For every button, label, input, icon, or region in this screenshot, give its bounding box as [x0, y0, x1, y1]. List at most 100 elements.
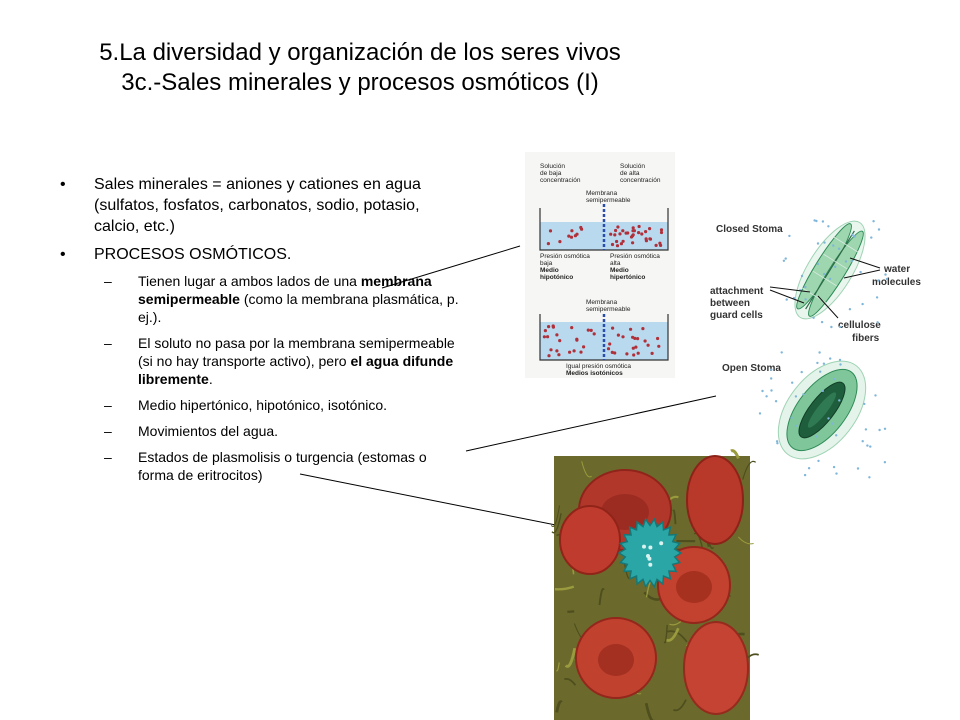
fibrin-strand: [564, 647, 577, 668]
fibrin-strand: [737, 536, 754, 545]
particle: [646, 343, 650, 347]
pointer-line: [769, 289, 805, 304]
hypertonic-caption: Presión osmótica alta Medio hipertónico: [610, 253, 662, 281]
particle: [823, 241, 826, 244]
connector-line: [381, 245, 521, 289]
particle: [815, 219, 818, 223]
particle: [807, 467, 811, 470]
open-stoma-title: Open Stoma: [722, 363, 781, 374]
subbullet-text: Tienen lugar a ambos lados de una membra…: [138, 273, 459, 325]
particle: [636, 337, 640, 341]
particle: [657, 344, 661, 348]
particle: [830, 325, 833, 329]
subbullet-text: El soluto no pasa por la membrana semipe…: [138, 335, 455, 387]
particle: [618, 232, 622, 236]
fibrin-strand: [581, 461, 592, 478]
particle: [558, 240, 562, 244]
water-molecule-dots: [782, 219, 889, 329]
particle: [549, 348, 553, 352]
particle: [640, 232, 644, 236]
particle: [770, 377, 773, 380]
particle: [774, 400, 778, 403]
particle: [582, 345, 586, 349]
osmosis-diagram: Solución de baja concentración Solución …: [525, 152, 675, 378]
isotonic-caption: Igual presión osmótica Medios isotónicos: [566, 363, 633, 377]
erythrocyte-micrograph: [550, 449, 760, 720]
particle: [800, 370, 803, 374]
particle: [619, 242, 624, 246]
particle: [816, 361, 819, 365]
particle: [822, 362, 826, 365]
water-molecules-label: water molecules: [872, 264, 921, 288]
crenated-cell-vesicle: [648, 545, 653, 550]
particle: [555, 333, 559, 337]
particle: [557, 353, 561, 357]
particle: [611, 326, 615, 330]
fibrin-strand: [673, 699, 687, 712]
particle: [570, 229, 574, 233]
particle: [568, 350, 572, 354]
bullet-marker: •: [60, 176, 66, 193]
fibrin-strand: [551, 513, 562, 534]
crenated-cell-vesicle: [659, 541, 664, 546]
particle: [648, 237, 652, 241]
particle: [761, 389, 764, 393]
fibrin-strand: [555, 662, 560, 672]
particle: [616, 333, 621, 337]
particle: [632, 229, 637, 233]
particle: [820, 320, 824, 324]
pointer-line: [849, 257, 881, 269]
particle: [818, 351, 821, 354]
particle: [572, 349, 576, 353]
particle: [832, 465, 836, 469]
subbullet-marker: –: [104, 397, 112, 413]
fibrin-strand: [742, 460, 757, 480]
particle: [615, 239, 619, 244]
particle: [543, 329, 548, 333]
membrane-label: Membrana semipermeable: [586, 190, 631, 204]
particle: [644, 230, 648, 234]
particle: [861, 302, 864, 306]
open-stoma-illustration: [777, 360, 867, 460]
particle: [621, 229, 625, 233]
particle: [861, 440, 864, 443]
particle: [613, 233, 617, 237]
particle: [551, 324, 555, 328]
particle: [542, 335, 547, 339]
particle: [844, 260, 848, 263]
particle: [821, 389, 824, 393]
particle: [546, 335, 550, 339]
subbullet-marker: –: [104, 273, 112, 289]
subbullet-item: – El soluto no pasa por la membrana semi…: [60, 334, 460, 388]
particle: [765, 395, 768, 398]
particle: [868, 476, 871, 479]
subbullet-marker: –: [104, 335, 112, 351]
particle: [610, 350, 614, 354]
particle: [829, 357, 832, 360]
cellulose-fibers-label: cellulose fibers: [838, 320, 884, 344]
particle: [827, 417, 830, 420]
subbullet-item: – Tienen lugar a ambos lados de una memb…: [60, 272, 460, 326]
particle: [634, 345, 638, 349]
particle: [816, 242, 820, 245]
particle: [878, 428, 881, 432]
particle: [827, 225, 830, 228]
closed-stoma-title: Closed Stoma: [716, 224, 783, 235]
bullet-text: PROCESOS OSMÓTICOS.: [94, 246, 292, 263]
particle: [813, 219, 816, 222]
particle: [823, 272, 826, 276]
particle: [838, 399, 841, 402]
particle: [637, 231, 641, 235]
fibrin-strand: [643, 591, 661, 601]
slide-title-line-2: 3c.-Sales minerales y procesos osmóticos…: [121, 69, 599, 96]
red-blood-cell-center: [598, 644, 634, 676]
particle: [569, 235, 574, 239]
particle: [592, 332, 596, 336]
particle: [636, 351, 640, 355]
particle: [815, 435, 818, 438]
particle: [580, 227, 584, 231]
subbullet-item: – Estados de plasmolisis o turgencia (es…: [60, 448, 460, 484]
particle: [819, 370, 822, 373]
subbullet-text: Medio hipertónico, hipotónico, isotónico…: [138, 397, 388, 413]
low-concentration-label: Solución de baja concentración: [540, 163, 581, 184]
